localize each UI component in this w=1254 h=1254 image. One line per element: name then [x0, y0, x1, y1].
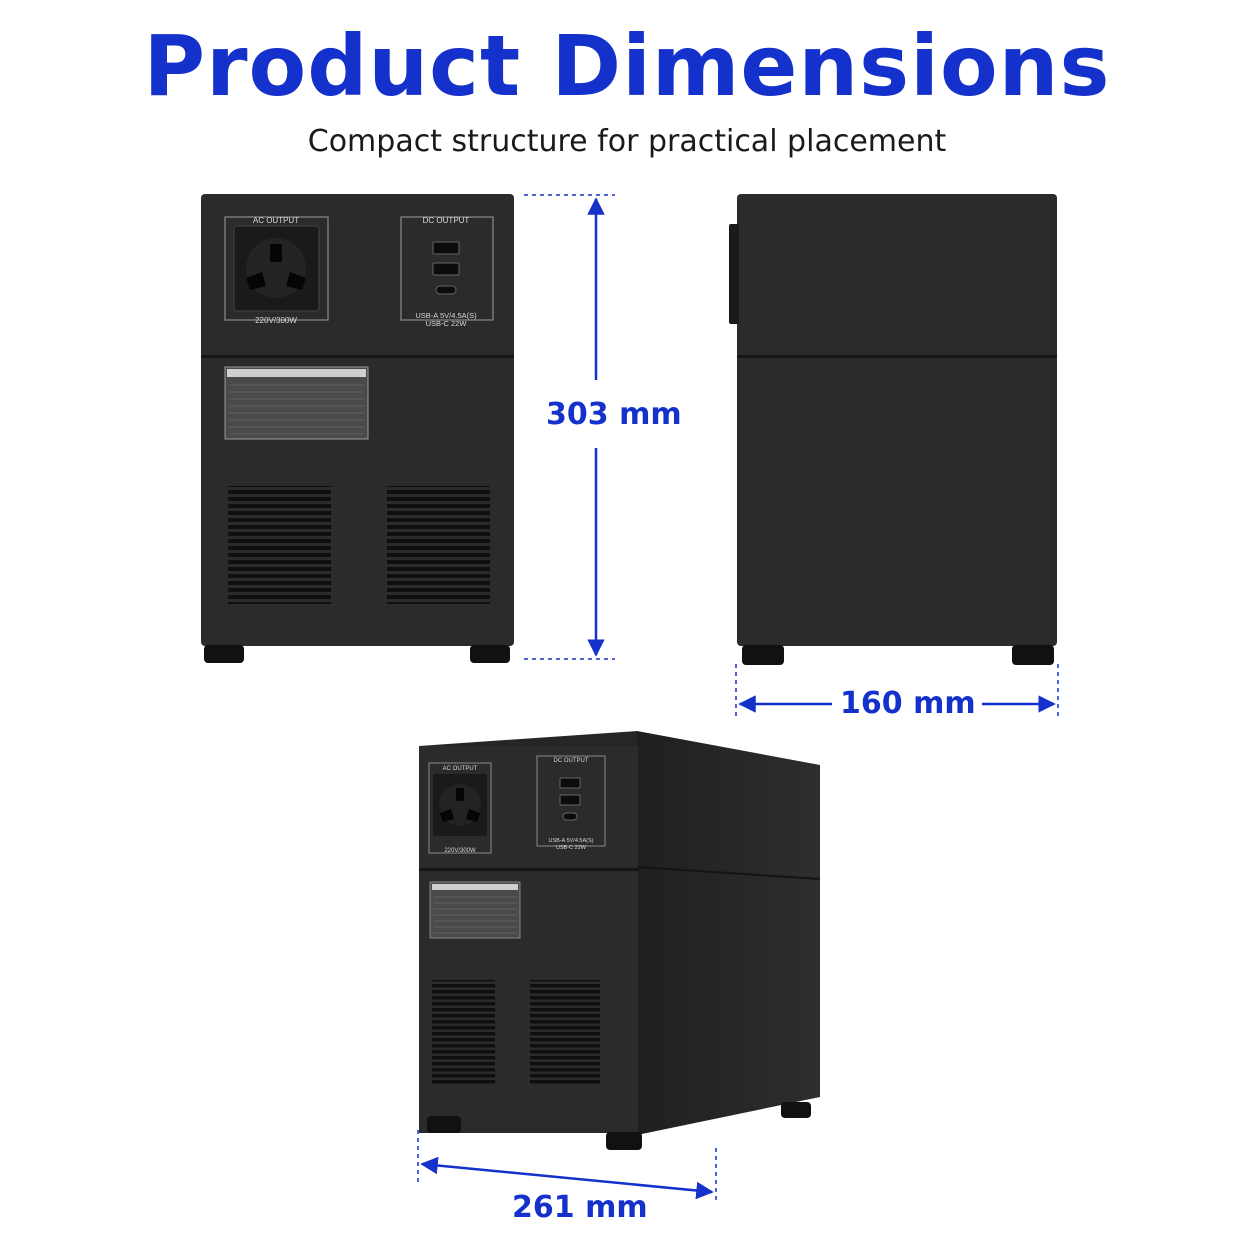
page-title: Product Dimensions — [143, 17, 1111, 115]
front-usb-c-rating: USB-C 22W — [426, 319, 468, 328]
persp-usb-a-rating: USB-A 5V/4.5A(S) — [549, 838, 594, 844]
persp-ac-rating-label: 220V/300W — [444, 848, 476, 854]
depth-dimension-line — [417, 1130, 717, 1204]
persp-usb-c-rating: USB-C 22W — [556, 845, 587, 851]
front-ac-rating-label: 220V/300W — [255, 316, 297, 325]
perspective-view-device — [419, 731, 821, 1150]
height-dimension-label: 303 mm — [540, 397, 688, 432]
persp-dc-output-label: DC OUTPUT — [554, 758, 589, 764]
height-dimension-line — [524, 194, 615, 660]
front-ac-output-label: AC OUTPUT — [253, 216, 299, 225]
front-view-device — [201, 194, 514, 663]
front-usb-a-rating: USB-A 5V/4.5A(S) — [415, 311, 477, 320]
front-dc-output-label: DC OUTPUT — [423, 216, 470, 225]
width-dimension-label: 160 mm — [834, 686, 982, 721]
page-subtitle: Compact structure for practical placemen… — [307, 124, 947, 159]
side-view-device — [729, 194, 1057, 665]
persp-ac-output-label: AC OUTPUT — [443, 766, 478, 772]
depth-dimension-label: 261 mm — [512, 1190, 648, 1225]
